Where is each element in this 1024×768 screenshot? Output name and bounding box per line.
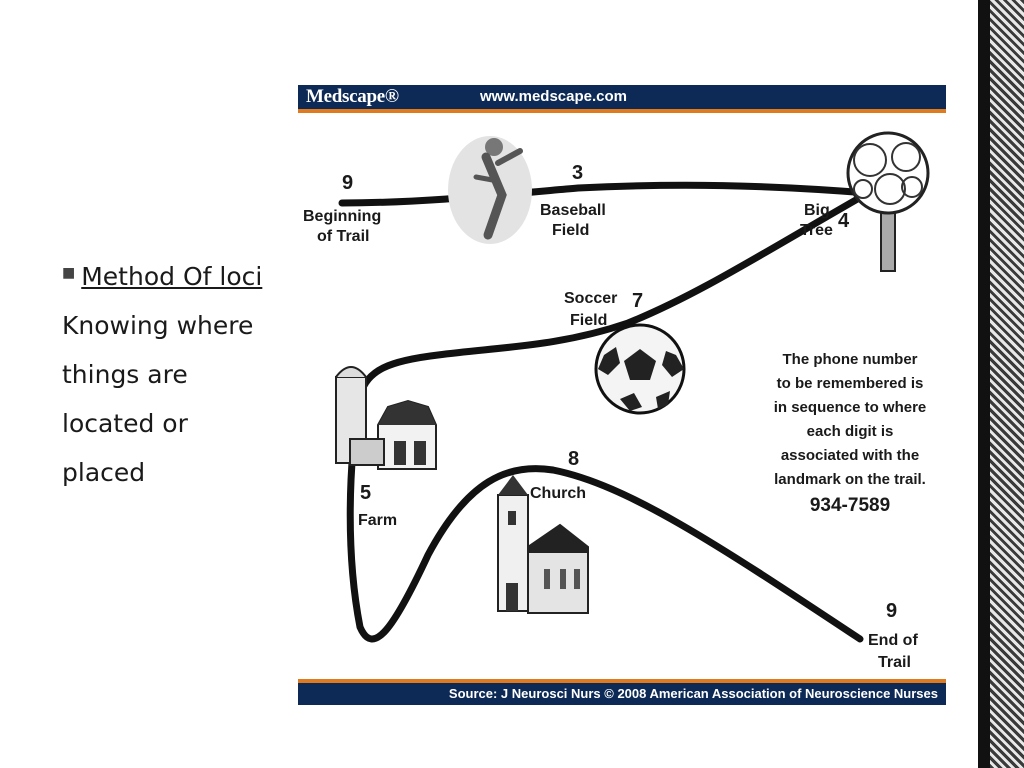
church-number: 8 [568,448,579,470]
phone-number: 934-7589 [809,495,891,516]
beginning-label-1: Beginning [303,208,381,225]
slide-edge-shadow [978,0,992,768]
baseball-label-2: Field [552,222,589,239]
trail-path [338,181,880,643]
end-label-1: End of [868,632,918,649]
soccer-label-1: Soccer [564,290,617,307]
soccer-label-2: Field [570,312,607,329]
note-line-4: each digit is [806,423,894,440]
slide-edge-pattern [990,0,1024,768]
church-label: Church [530,485,586,502]
tree-icon [846,131,930,272]
medscape-logo: Medscape® [306,86,399,107]
farm-label: Farm [358,512,397,529]
beginning-label-2: of Trail [317,228,369,245]
trail-diagram: 9 Beginning of Trail 3 Baseball Field Bi… [303,131,930,671]
note-line-5: associated with the [780,447,920,464]
slide-text-block: ■ Method Of loci Knowing where things ar… [62,252,294,497]
bullet-item: ■ Method Of loci [62,252,294,301]
footer-accent-rule [298,679,946,683]
header-accent-rule [298,109,946,113]
body-line-4: placed [62,458,146,487]
end-label-2: Trail [878,654,911,671]
body-line-2: things are [62,360,188,389]
soccer-ball-icon [594,323,686,415]
figure-header: Medscape® www.medscape.com [298,85,946,109]
phone-number-note: The phone number to be remembered is in … [760,348,940,518]
bullet-title: Method Of loci [81,262,263,291]
farm-number: 5 [360,482,371,504]
source-credit: Source: J Neurosci Nurs © 2008 American … [448,686,938,701]
end-number: 9 [886,600,897,622]
body-line-1: Knowing where [62,311,254,340]
header-url: www.medscape.com [480,88,627,105]
note-line-3: in sequence to where [773,399,927,416]
note-line-2: to be remembered is [776,375,924,392]
beginning-number: 9 [342,172,353,194]
baseball-player-icon [448,136,532,244]
square-bullet-icon: ■ [62,265,76,281]
soccer-number: 7 [632,290,643,312]
tree-label-2: Tree [800,222,833,239]
method-of-loci-figure: Medscape® www.medscape.com [298,85,946,705]
note-line-6: landmark on the trail. [774,471,926,488]
note-line-1: The phone number [782,351,918,368]
tree-number: 4 [838,210,850,232]
figure-footer: Source: J Neurosci Nurs © 2008 American … [298,683,946,705]
baseball-number: 3 [572,162,583,184]
tree-label-1: Big [804,202,830,219]
church-icon [497,475,589,614]
farm-barn-icon [335,366,437,470]
baseball-label-1: Baseball [540,202,606,219]
body-line-3: located or [62,409,188,438]
